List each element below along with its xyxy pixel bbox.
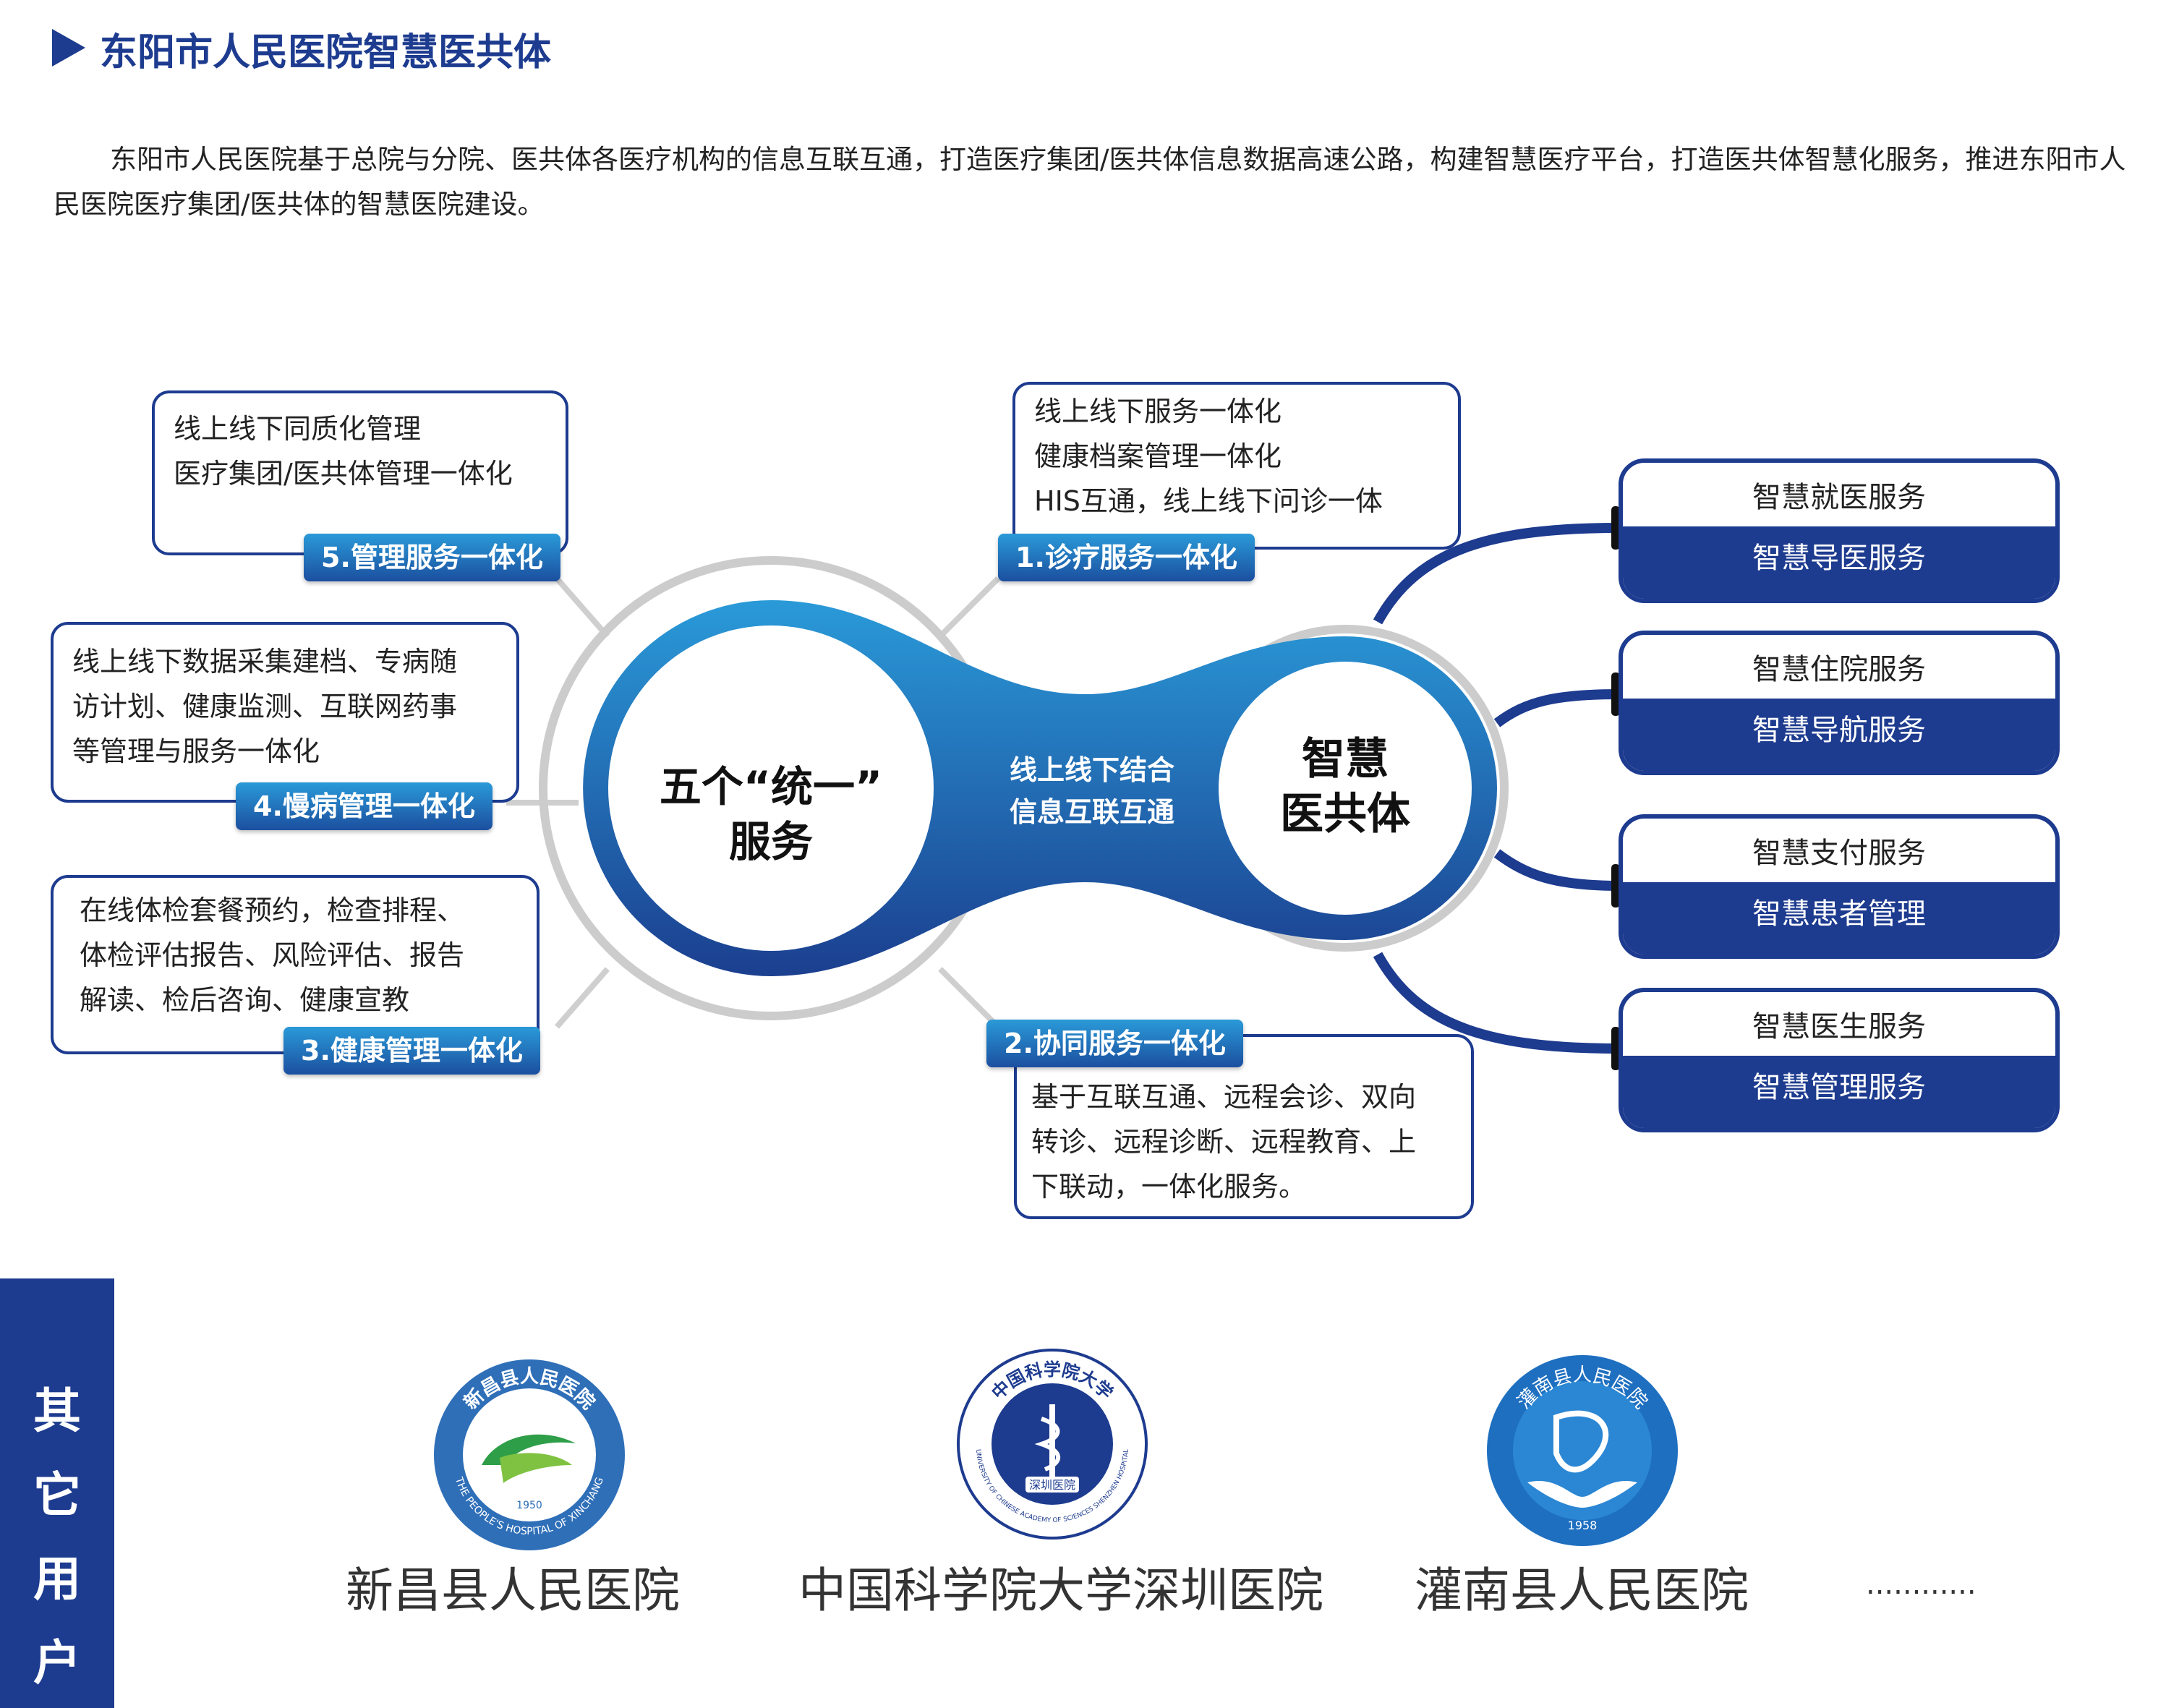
hub-left-text: 五个“统一” 服务 [626,759,916,869]
card-line: 在线体检套餐预约，检查排程、 [80,894,465,926]
connector-pins [1611,506,1620,1070]
service-bottom-label: 智慧管理服务 [1623,1056,2055,1128]
service-connectors [1373,523,1621,1054]
service-bottom-label: 智慧患者管理 [1623,882,2055,955]
service-bottom-label: 智慧导医服务 [1623,526,2055,599]
ucas-shenzhen-hospital-logo: 中国科学院大学 UNIVERSITY OF CHINESE ACADEMY OF… [957,1349,1148,1540]
card-line: 线上线下数据采集建档、专病随 [72,646,458,678]
card-management: 线上线下同质化管理 医疗集团/医共体管理一体化 [152,390,568,555]
service-box: 智慧就医服务 智慧导医服务 [1619,458,2060,603]
svg-text:深圳医院: 深圳医院 [1029,1478,1075,1492]
service-top-label: 智慧医生服务 [1752,1010,1926,1043]
card-line: 等管理与服务一体化 [72,735,320,767]
service-top-label: 智慧住院服务 [1752,653,1926,686]
sidebar-char: 用 [33,1551,81,1607]
hub-right-line2: 医共体 [1280,789,1410,840]
tag-health: 3.健康管理一体化 [283,1027,540,1075]
hospital-name: 中国科学院大学深圳医院 [798,1563,1323,1618]
card-line: 下联动，一体化服务。 [1031,1171,1307,1203]
svg-text:1950: 1950 [516,1500,542,1511]
service-bottom-label: 智慧导航服务 [1623,699,2055,771]
card-line: 转诊、远程诊断、远程教育、上 [1031,1126,1417,1158]
service-box: 智慧医生服务 智慧管理服务 [1619,988,2060,1132]
card-line: 线上线下同质化管理 [174,413,422,445]
service-top-label: 智慧支付服务 [1752,837,1926,870]
hub-middle-line1: 线上线下结合 [1009,754,1174,786]
sidebar-char: 其 [33,1383,81,1439]
card-health: 在线体检套餐预约，检查排程、 体检评估报告、风险评估、报告 解读、检后咨询、健康… [51,875,540,1054]
card-line: 线上线下服务一体化 [1034,396,1282,427]
right-inner-circle [1219,662,1472,915]
card-chronic: 线上线下数据采集建档、专病随 访计划、健康监测、互联网药事 等管理与服务一体化 [51,622,519,803]
left-inner-circle [608,625,934,951]
card-line: 基于互联互通、远程会诊、双向 [1031,1081,1417,1113]
service-top-label: 智慧就医服务 [1752,481,1926,514]
card-line: 访计划、健康监测、互联网药事 [72,691,458,722]
tag-diagnosis: 1.诊疗服务一体化 [998,534,1255,581]
guannan-hospital-logo: 灌南县人民医院 1958 [1487,1355,1678,1546]
tag-management: 5.管理服务一体化 [304,534,560,581]
sidebar-other-users: 其 它 用 户 [0,1278,114,1708]
card-line: 体检评估报告、风险评估、报告 [80,939,465,971]
xinchang-hospital-logo: 新昌县人民医院 THE PEOPLE'S HOSPITAL OF XINCHAN… [434,1359,625,1550]
card-line: 医疗集团/医共体管理一体化 [174,458,513,490]
hub-middle-text: 线上线下结合 信息互联互通 [984,749,1201,833]
card-line: HIS互通，线上线下问诊一体 [1034,485,1383,517]
service-box: 智慧支付服务 智慧患者管理 [1619,814,2060,959]
hospital-name: 新昌县人民医院 [346,1563,680,1618]
card-line: 解读、检后咨询、健康宣教 [80,984,410,1016]
card-collaboration: 基于互联互通、远程会诊、双向 转诊、远程诊断、远程教育、上 下联动，一体化服务。 [1014,1034,1474,1219]
tag-collaboration: 2.协同服务一体化 [986,1020,1243,1067]
hospital-name: 灌南县人民医院 [1415,1563,1749,1618]
tag-chronic: 4.慢病管理一体化 [236,782,492,830]
hub-middle-line2: 信息互联互通 [1009,796,1174,828]
card-diagnosis: 线上线下服务一体化 健康档案管理一体化 HIS互通，线上线下问诊一体 [1012,382,1461,550]
intro-paragraph: 东阳市人民医院基于总院与分院、医共体各医疗机构的信息互联互通，打造医疗集团/医共… [54,144,2126,220]
sidebar-char: 户 [33,1635,81,1691]
card-line: 健康档案管理一体化 [1034,440,1282,472]
page-title: 东阳市人民医院智慧医共体 [100,31,552,74]
title-arrow-icon [52,29,85,67]
hub-right-text: 智慧 医共体 [1229,732,1461,842]
service-box: 智慧住院服务 智慧导航服务 [1619,631,2060,775]
hub-right-line1: 智慧 [1302,734,1389,785]
sidebar-char: 它 [33,1467,81,1523]
svg-text:1958: 1958 [1568,1519,1598,1532]
hub-left-line2: 服务 [728,817,813,866]
hub-left-line1: 五个“统一” [659,762,883,811]
more-ellipsis: ............ [1866,1568,1977,1601]
